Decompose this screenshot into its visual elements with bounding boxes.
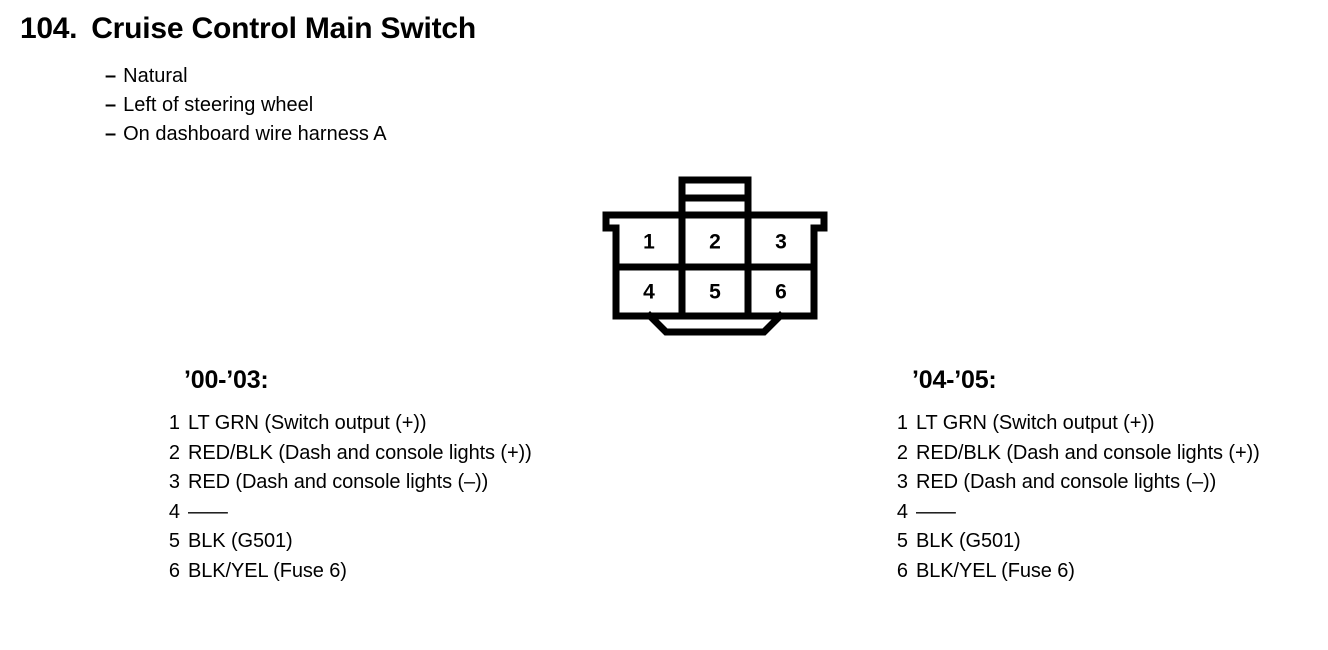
list-item-label: Left of steering wheel (123, 94, 314, 116)
pinout-row-description: RED/BLK (Dash and console lights (+)) (188, 441, 532, 464)
pinout-row-index: 2 (896, 441, 908, 464)
pinout-row: 4 —— (160, 498, 532, 528)
pinout-row-index: 4 (168, 500, 180, 523)
pinout-row-index: 4 (896, 500, 908, 523)
pinout-row: 3 RED (Dash and console lights (–)) (888, 468, 1260, 498)
connector-bottom-latch (645, 311, 785, 336)
dash-bullet-icon: – (105, 65, 117, 87)
pinout-row-index: 3 (168, 471, 180, 493)
list-item: – Natural (105, 62, 387, 91)
pinout-row: 5 BLK (G501) (888, 527, 1260, 557)
list-item: – Left of steering wheel (105, 91, 387, 120)
connector-diagram: 1 2 3 4 5 6 (592, 168, 842, 338)
pinout-row: 2 RED/BLK (Dash and console lights (+)) (160, 439, 532, 469)
pinout-row-index: 1 (168, 412, 180, 434)
list-item: – On dashboard wire harness A (105, 120, 387, 149)
pinout-row-description: RED/BLK (Dash and console lights (+)) (916, 441, 1260, 464)
pinout-column-heading: ’04-’05: (912, 366, 997, 394)
connector-pin-5: 5 (709, 281, 721, 304)
pinout-column-heading: ’00-’03: (184, 366, 269, 394)
dash-bullet-icon: – (105, 123, 117, 145)
pinout-list: 1 LT GRN (Switch output (+)) 2 RED/BLK (… (160, 409, 532, 586)
pinout-row-index: 3 (896, 471, 908, 493)
pinout-row-description: LT GRN (Switch output (+)) (916, 412, 1155, 434)
connector-pin-1: 1 (643, 231, 655, 254)
pinout-row-description: LT GRN (Switch output (+)) (188, 412, 427, 434)
dash-bullet-icon: – (105, 94, 117, 116)
page-title-text: Cruise Control Main Switch (91, 12, 477, 45)
page-title: 104. Cruise Control Main Switch (20, 12, 476, 46)
page-title-number: 104. (20, 12, 78, 45)
connector-pin-6: 6 (775, 281, 787, 304)
pinout-row-description: BLK/YEL (Fuse 6) (916, 559, 1075, 582)
pinout-row: 6 BLK/YEL (Fuse 6) (160, 557, 532, 587)
connector-svg: 1 2 3 4 5 6 (602, 176, 828, 336)
pinout-row: 1 LT GRN (Switch output (+)) (888, 409, 1260, 439)
pinout-row-description: RED (Dash and console lights (–)) (916, 471, 1217, 493)
pinout-column-04-05: ’04-’05: 1 LT GRN (Switch output (+)) 2 … (888, 366, 1260, 586)
pinout-row: 1 LT GRN (Switch output (+)) (160, 409, 532, 439)
pinout-row: 3 RED (Dash and console lights (–)) (160, 468, 532, 498)
pinout-row-index: 6 (168, 559, 180, 582)
pinout-row-index: 6 (896, 559, 908, 582)
description-bullet-list: – Natural – Left of steering wheel – On … (105, 62, 387, 149)
pinout-row: 4 —— (888, 498, 1260, 528)
connector-pin-4: 4 (643, 281, 655, 304)
pinout-row-index: 1 (896, 412, 908, 434)
pinout-row-description: RED (Dash and console lights (–)) (188, 471, 489, 493)
pinout-row-index: 2 (168, 441, 180, 464)
pinout-row: 2 RED/BLK (Dash and console lights (+)) (888, 439, 1260, 469)
pinout-row-description: BLK (G501) (188, 530, 293, 552)
connector-body-outline (602, 211, 828, 320)
pinout-row: 6 BLK/YEL (Fuse 6) (888, 557, 1260, 587)
list-item-label: On dashboard wire harness A (123, 123, 387, 145)
pinout-row-index: 5 (896, 530, 908, 552)
pinout-row-description: BLK (G501) (916, 530, 1021, 552)
pinout-row-description: —— (916, 500, 956, 523)
pinout-list: 1 LT GRN (Switch output (+)) 2 RED/BLK (… (888, 409, 1260, 586)
connector-pin-2: 2 (709, 231, 721, 254)
connector-pin-3: 3 (775, 231, 787, 254)
pinout-column-00-03: ’00-’03: 1 LT GRN (Switch output (+)) 2 … (160, 366, 532, 586)
pinout-row-index: 5 (168, 530, 180, 552)
pinout-row: 5 BLK (G501) (160, 527, 532, 557)
pinout-row-description: —— (188, 500, 228, 523)
list-item-label: Natural (123, 65, 188, 87)
pinout-row-description: BLK/YEL (Fuse 6) (188, 559, 347, 582)
